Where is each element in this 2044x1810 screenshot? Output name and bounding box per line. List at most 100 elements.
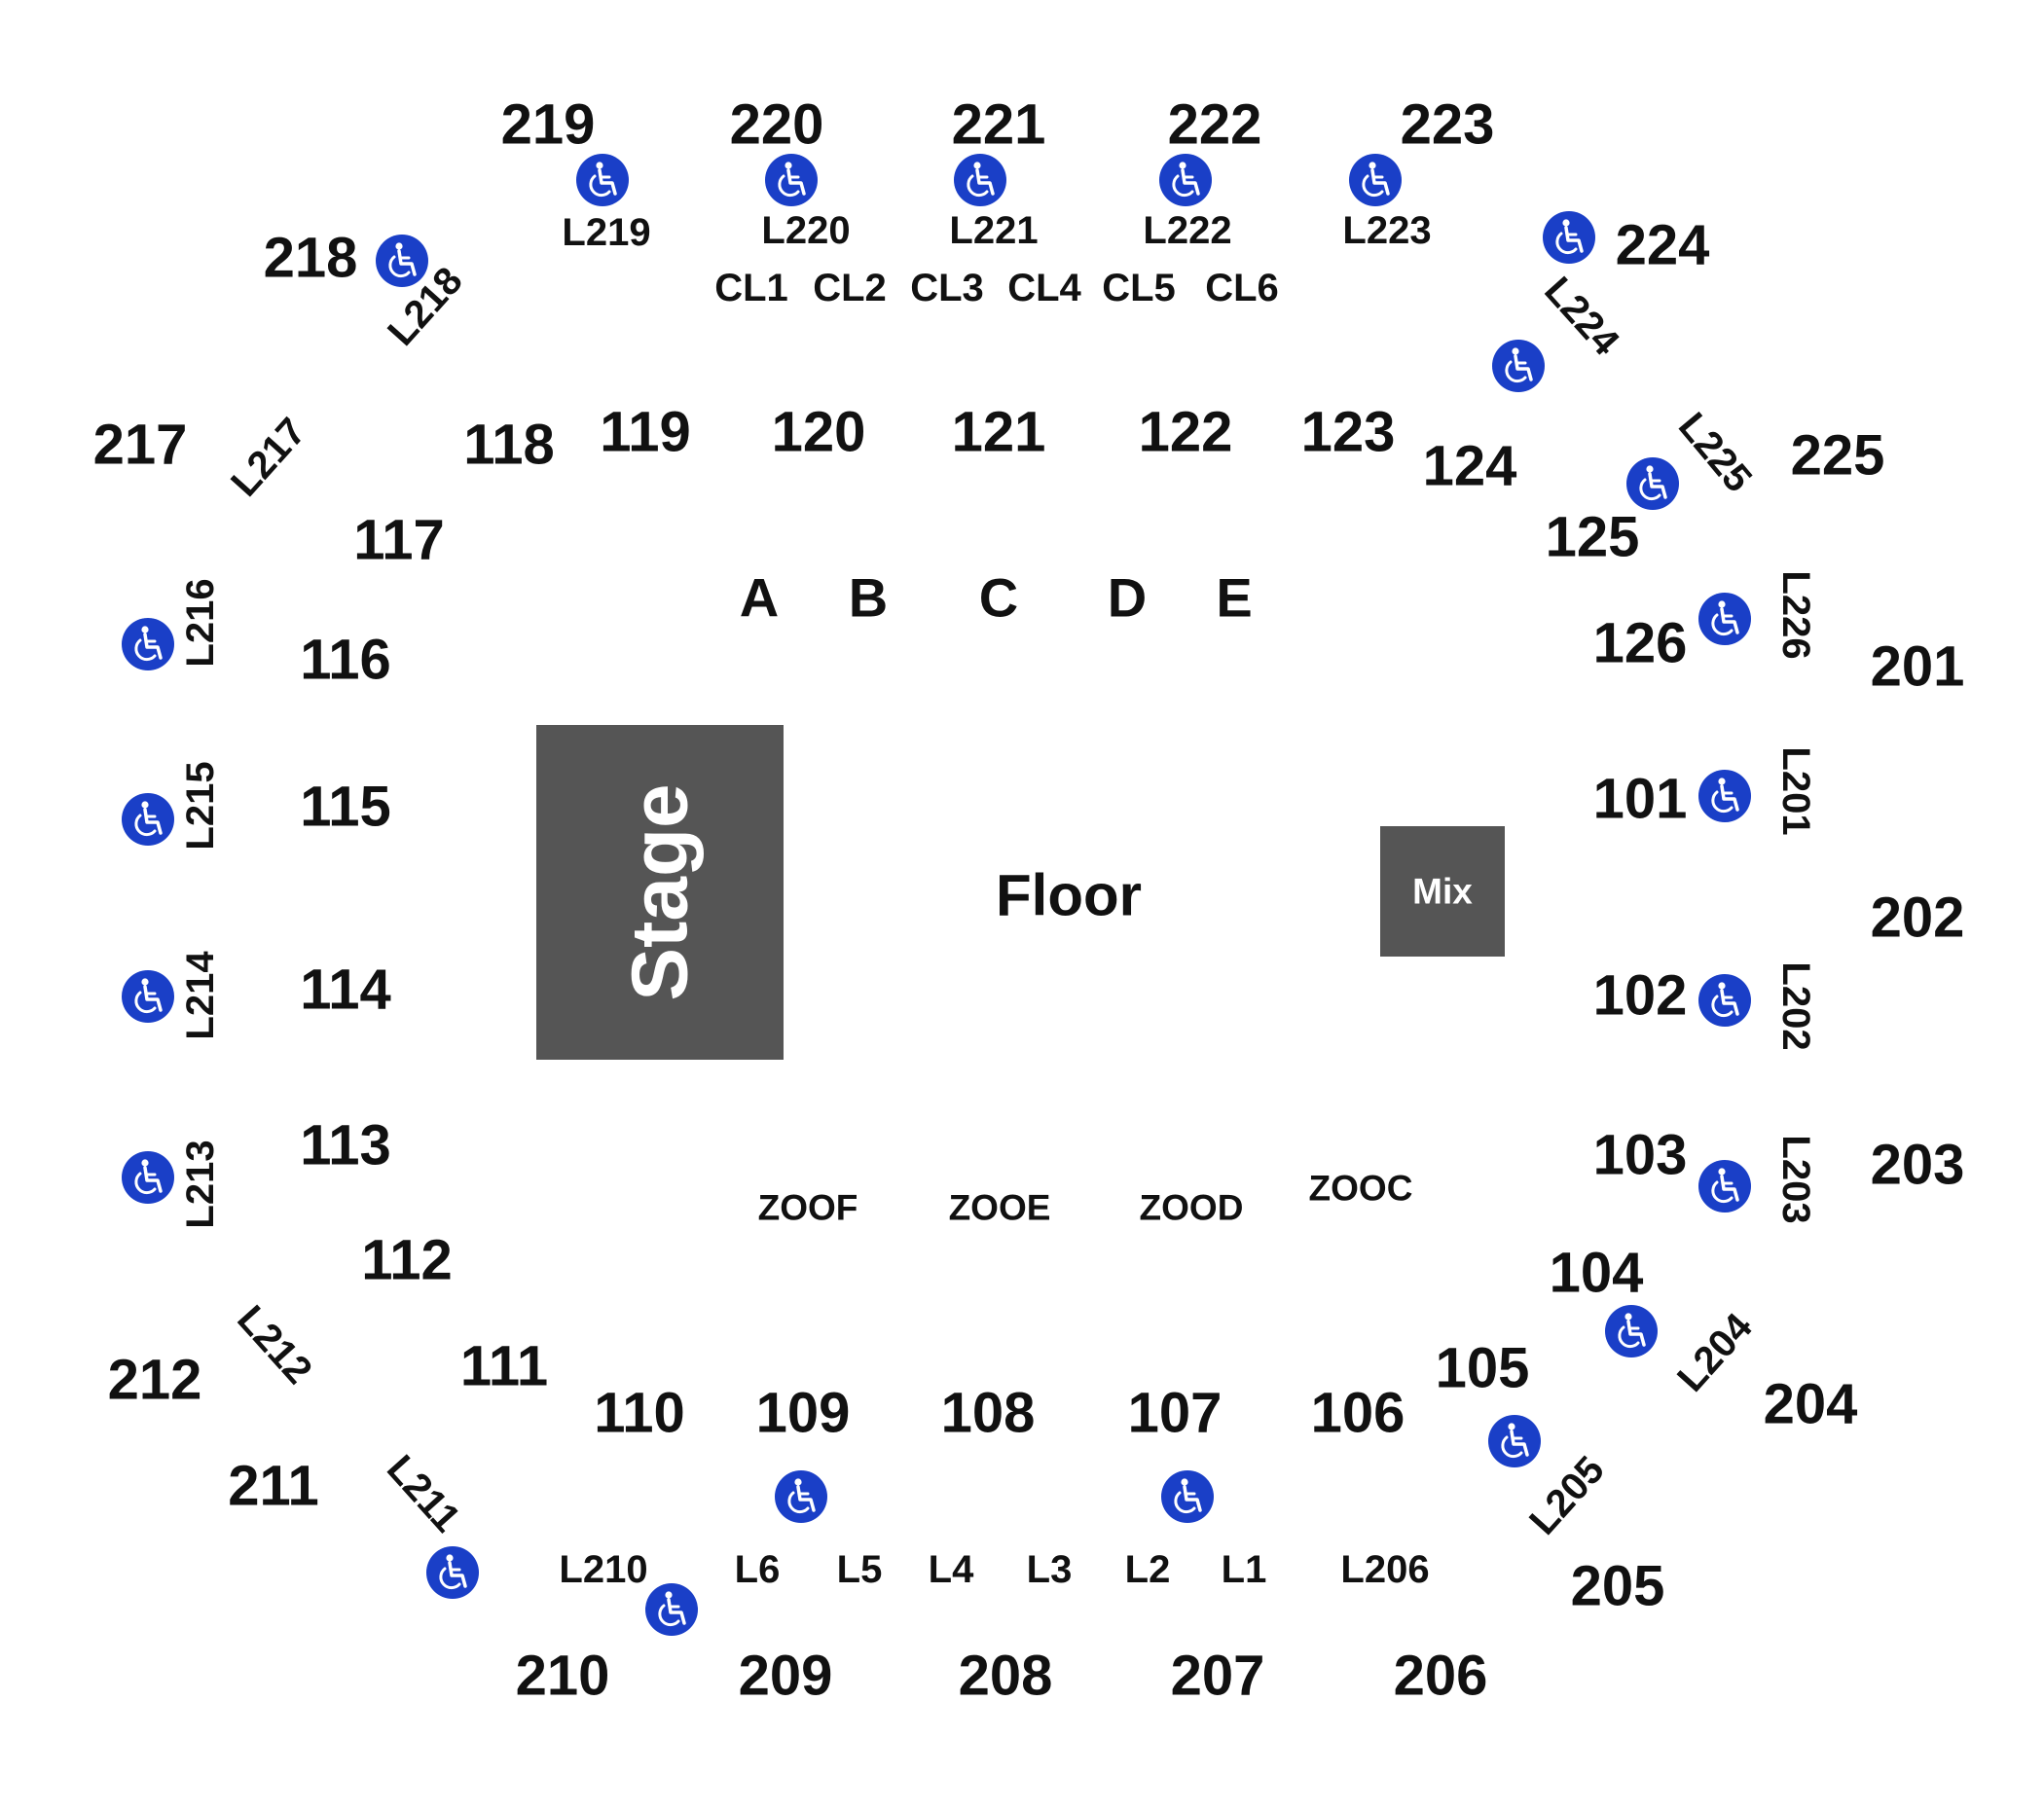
section-202[interactable]: 202 <box>1871 887 1965 950</box>
section-207[interactable]: 207 <box>1171 1645 1265 1708</box>
loge-l204[interactable]: L204 <box>1669 1305 1761 1400</box>
section-116[interactable]: 116 <box>300 629 391 692</box>
zoo-d[interactable]: ZOOD <box>1140 1188 1244 1228</box>
loge-l206[interactable]: L206 <box>1340 1548 1429 1591</box>
section-221[interactable]: 221 <box>952 93 1046 157</box>
stage[interactable]: Stage <box>536 725 784 1060</box>
loge-l226[interactable]: L226 <box>1774 570 1817 659</box>
loge-l210[interactable]: L210 <box>559 1548 647 1591</box>
section-115[interactable]: 115 <box>300 776 391 839</box>
section-126[interactable]: 126 <box>1593 612 1688 675</box>
section-102[interactable]: 102 <box>1593 964 1688 1028</box>
section-212[interactable]: 212 <box>108 1349 202 1412</box>
club-cl3[interactable]: CL3 <box>910 267 984 309</box>
loge-l225[interactable]: L225 <box>1670 405 1760 500</box>
section-120[interactable]: 120 <box>772 401 866 464</box>
section-105[interactable]: 105 <box>1436 1337 1530 1400</box>
loge-l3[interactable]: L3 <box>1027 1548 1073 1591</box>
loge-l223[interactable]: L223 <box>1342 209 1431 252</box>
section-123[interactable]: 123 <box>1301 401 1396 464</box>
section-203[interactable]: 203 <box>1871 1134 1965 1197</box>
section-112[interactable]: 112 <box>361 1229 453 1292</box>
loge-l203[interactable]: L203 <box>1774 1135 1817 1223</box>
section-204[interactable]: 204 <box>1764 1373 1858 1436</box>
section-117[interactable]: 117 <box>353 509 445 572</box>
zoo-c[interactable]: ZOOC <box>1309 1169 1413 1209</box>
club-cl4[interactable]: CL4 <box>1007 267 1081 309</box>
wheelchair-icon <box>120 791 176 848</box>
section-222[interactable]: 222 <box>1168 93 1262 157</box>
club-cl6[interactable]: CL6 <box>1205 267 1279 309</box>
section-223[interactable]: 223 <box>1401 93 1495 157</box>
section-201[interactable]: 201 <box>1871 635 1965 699</box>
section-210[interactable]: 210 <box>516 1645 610 1708</box>
section-111[interactable]: 111 <box>460 1335 548 1398</box>
club-cl5[interactable]: CL5 <box>1102 267 1176 309</box>
mix-position[interactable]: Mix <box>1380 826 1505 957</box>
section-119[interactable]: 119 <box>600 401 691 464</box>
section-218[interactable]: 218 <box>264 227 358 290</box>
loge-l216[interactable]: L216 <box>179 578 222 667</box>
section-125[interactable]: 125 <box>1546 506 1640 569</box>
wheelchair-icon <box>1697 768 1753 824</box>
section-109[interactable]: 109 <box>756 1382 851 1445</box>
section-220[interactable]: 220 <box>730 93 824 157</box>
loge-l211[interactable]: L211 <box>379 1447 468 1540</box>
section-224[interactable]: 224 <box>1616 214 1710 277</box>
section-104[interactable]: 104 <box>1550 1242 1644 1305</box>
club-cl2[interactable]: CL2 <box>813 267 887 309</box>
floor-row-e[interactable]: E <box>1216 567 1252 629</box>
loge-l214[interactable]: L214 <box>179 951 222 1040</box>
loge-l5[interactable]: L5 <box>837 1548 883 1591</box>
loge-l224[interactable]: L224 <box>1536 269 1627 364</box>
section-113[interactable]: 113 <box>300 1114 391 1177</box>
loge-l1[interactable]: L1 <box>1222 1548 1267 1591</box>
loge-l202[interactable]: L202 <box>1774 961 1817 1050</box>
section-107[interactable]: 107 <box>1128 1382 1223 1445</box>
loge-l220[interactable]: L220 <box>761 209 850 252</box>
wheelchair-icon <box>952 152 1008 208</box>
loge-l215[interactable]: L215 <box>179 761 222 850</box>
loge-l2[interactable]: L2 <box>1125 1548 1171 1591</box>
loge-l201[interactable]: L201 <box>1774 746 1817 835</box>
section-205[interactable]: 205 <box>1571 1555 1665 1618</box>
section-206[interactable]: 206 <box>1394 1645 1488 1708</box>
floor-row-a[interactable]: A <box>740 567 779 629</box>
section-225[interactable]: 225 <box>1791 424 1885 488</box>
zoo-e[interactable]: ZOOE <box>949 1188 1051 1228</box>
section-124[interactable]: 124 <box>1423 435 1517 498</box>
section-209[interactable]: 209 <box>739 1645 833 1708</box>
loge-l212[interactable]: L212 <box>229 1297 320 1392</box>
section-106[interactable]: 106 <box>1311 1382 1405 1445</box>
section-217[interactable]: 217 <box>93 414 188 477</box>
loge-l4[interactable]: L4 <box>929 1548 974 1591</box>
loge-l217[interactable]: L217 <box>223 410 314 504</box>
section-101[interactable]: 101 <box>1593 768 1688 831</box>
section-118[interactable]: 118 <box>463 414 555 477</box>
wheelchair-icon <box>424 1544 481 1601</box>
section-208[interactable]: 208 <box>959 1645 1053 1708</box>
floor-row-c[interactable]: C <box>979 567 1018 629</box>
floor-row-d[interactable]: D <box>1108 567 1147 629</box>
zoo-f[interactable]: ZOOF <box>758 1188 858 1228</box>
club-cl1[interactable]: CL1 <box>714 267 788 309</box>
section-121[interactable]: 121 <box>952 401 1046 464</box>
wheelchair-icon <box>763 152 820 208</box>
wheelchair-icon <box>1486 1413 1543 1469</box>
section-114[interactable]: 114 <box>300 959 391 1022</box>
section-103[interactable]: 103 <box>1593 1124 1688 1187</box>
section-219[interactable]: 219 <box>501 93 596 157</box>
loge-l219[interactable]: L219 <box>562 211 650 254</box>
loge-l213[interactable]: L213 <box>179 1140 222 1228</box>
loge-l221[interactable]: L221 <box>949 209 1038 252</box>
section-108[interactable]: 108 <box>941 1382 1036 1445</box>
section-211[interactable]: 211 <box>228 1455 319 1518</box>
section-110[interactable]: 110 <box>594 1382 685 1445</box>
floor-row-b[interactable]: B <box>849 567 888 629</box>
loge-l222[interactable]: L222 <box>1143 209 1231 252</box>
loge-l6[interactable]: L6 <box>735 1548 781 1591</box>
floor-label[interactable]: Floor <box>996 863 1142 928</box>
section-122[interactable]: 122 <box>1139 401 1233 464</box>
stage-label: Stage <box>616 783 705 1000</box>
loge-l205[interactable]: L205 <box>1521 1448 1613 1542</box>
